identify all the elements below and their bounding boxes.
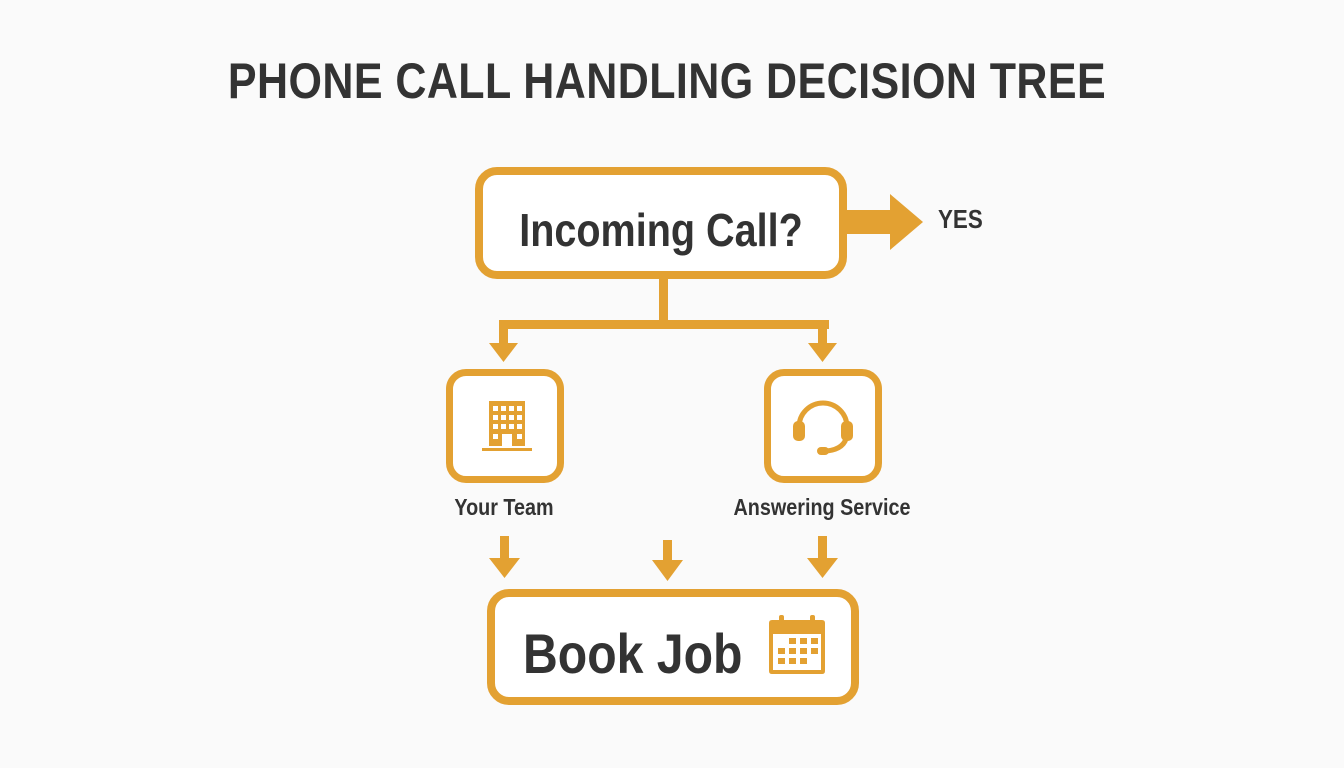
- page-title: PHONE CALL HANDLING DECISION TREE: [227, 53, 1107, 109]
- calendar-icon: [769, 615, 825, 674]
- building-icon: [482, 401, 532, 451]
- yes-label: YES: [938, 204, 983, 234]
- arrow-down-icon: [489, 558, 520, 578]
- yes-arrow-icon: [845, 194, 923, 250]
- answering-service-node: [764, 369, 882, 483]
- arrow-down-icon: [652, 560, 683, 581]
- book-job-node: Book Job: [487, 589, 859, 705]
- answering-service-label: Answering Service: [733, 494, 911, 520]
- headset-icon: [793, 400, 853, 455]
- book-job-label: Book Job: [523, 622, 743, 685]
- arrow-down-icon: [489, 343, 518, 362]
- incoming-call-label: Incoming Call?: [519, 204, 803, 256]
- arrow-down-icon: [808, 343, 837, 362]
- arrow-down-icon: [807, 558, 838, 578]
- incoming-call-node: Incoming Call?: [475, 167, 847, 279]
- your-team-label: Your Team: [454, 494, 554, 520]
- your-team-node: [446, 369, 564, 483]
